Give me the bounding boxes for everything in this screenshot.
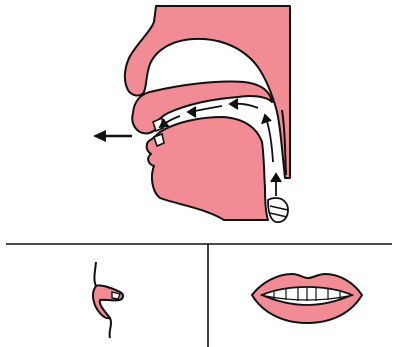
airflow-out-arrowhead xyxy=(93,130,106,142)
airflow-pharynx-arrow xyxy=(266,118,273,162)
vocal-tract-cross-section xyxy=(93,6,290,222)
lip-profile-teeth xyxy=(112,292,120,299)
airflow-palate-arrowhead-1 xyxy=(230,99,238,109)
mouth-front-view xyxy=(252,274,362,323)
lip-profile-view xyxy=(93,262,123,338)
airflow-out-arrow xyxy=(93,130,132,142)
airflow-rising-arrowhead xyxy=(271,174,281,182)
larynx xyxy=(268,198,288,222)
lip-profile-fill xyxy=(93,285,123,318)
tongue-and-lower-jaw xyxy=(147,117,268,220)
airflow-palate-arrowhead-2 xyxy=(188,107,196,117)
